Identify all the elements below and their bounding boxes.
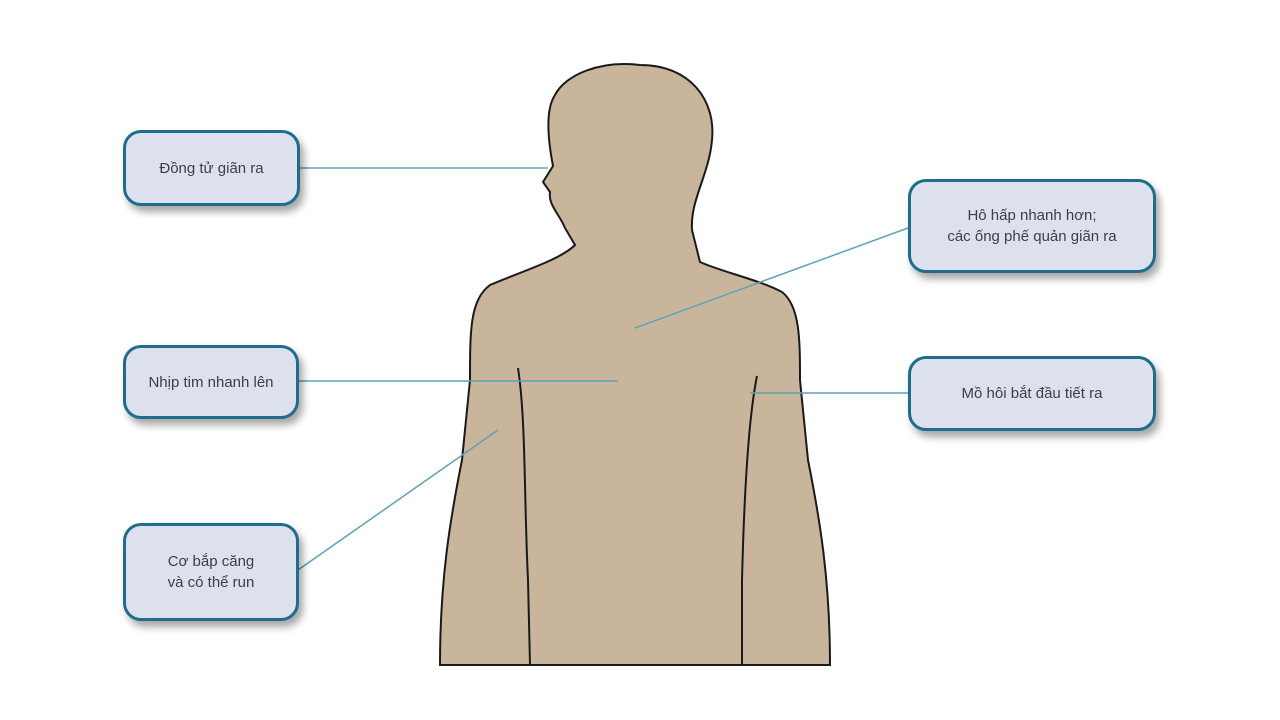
label-pupils-text: Đồng tử giãn ra [159,159,264,177]
left-arm-inner-line [517,367,531,666]
label-muscle-line2: và có thể run [167,574,255,591]
label-breathing-line1: Hô hấp nhanh hơn; [967,207,1097,224]
right-arm-inner-line [741,375,758,665]
label-breathing: Hô hấp nhanh hơn; các ống phế quản giãn … [908,179,1156,273]
human-silhouette [438,63,832,666]
connector-breathing [634,227,909,329]
label-pupils: Đồng tử giãn ra [123,130,300,206]
label-sweat-text: Mồ hôi bắt đầu tiết ra [961,385,1103,402]
label-heart: Nhịp tim nhanh lên [123,345,299,419]
label-heart-text: Nhịp tim nhanh lên [148,373,274,391]
label-sweat: Mồ hôi bắt đầu tiết ra [908,356,1156,431]
label-muscle: Cơ bắp căng và có thể run [123,523,299,621]
label-breathing-line2: các ống phế quản giãn ra [947,228,1117,245]
connector-muscle [297,429,499,571]
label-muscle-line1: Cơ bắp căng [167,553,255,570]
